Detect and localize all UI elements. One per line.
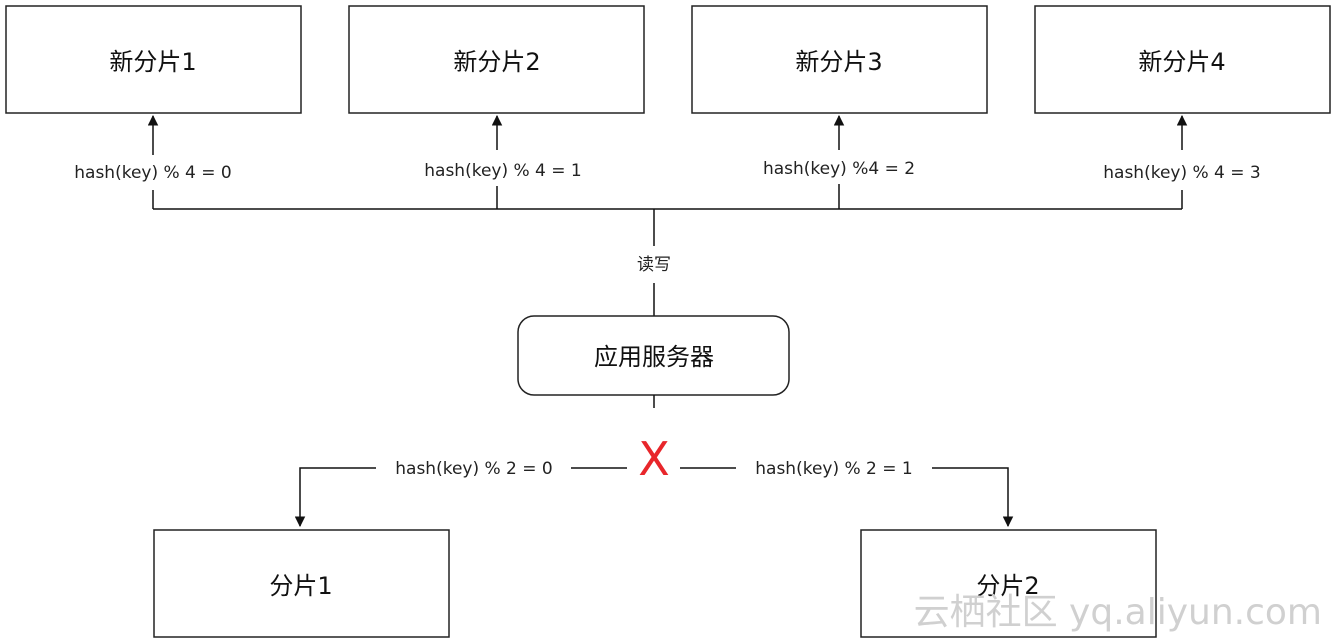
new-shard-1-label: 新分片1 xyxy=(109,48,196,76)
new-shard-4-label: 新分片4 xyxy=(1138,48,1225,76)
old-shard-2: 分片2 xyxy=(860,529,1157,638)
edge-label-new-shard-3: hash(key) %4 = 2 xyxy=(763,159,915,179)
read-write-label: 读写 xyxy=(637,255,671,275)
edge-label-new-shard-4: hash(key) % 4 = 3 xyxy=(1103,163,1261,183)
old-shard-1-label: 分片1 xyxy=(269,572,332,600)
old-shard-2-label: 分片2 xyxy=(976,572,1039,600)
edge-label-new-shard-1: hash(key) % 4 = 0 xyxy=(74,163,232,183)
app-server: 应用服务器 xyxy=(517,315,790,396)
new-shard-arrows xyxy=(147,114,1188,316)
new-shard-2-label: 新分片2 xyxy=(453,48,540,76)
old-shard-1: 分片1 xyxy=(153,529,450,638)
old-shard-connections xyxy=(294,395,1014,528)
new-shard-1: 新分片1 xyxy=(5,5,302,114)
arrow-to-shard-1 xyxy=(294,467,376,528)
cross-mark-icon: X xyxy=(638,432,670,486)
app-server-label: 应用服务器 xyxy=(594,343,714,371)
arrow-to-shard-2 xyxy=(932,467,1014,528)
new-shard-2: 新分片2 xyxy=(348,5,645,114)
new-shard-3: 新分片3 xyxy=(691,5,988,114)
watermark: 云栖社区 yq.aliyun.com xyxy=(914,592,1322,633)
edge-label-shard-1: hash(key) % 2 = 0 xyxy=(395,459,553,479)
new-shard-4: 新分片4 xyxy=(1034,5,1331,114)
edge-label-shard-2: hash(key) % 2 = 1 xyxy=(755,459,913,479)
edge-label-new-shard-2: hash(key) % 4 = 1 xyxy=(424,161,582,181)
new-shard-3-label: 新分片3 xyxy=(795,48,882,76)
